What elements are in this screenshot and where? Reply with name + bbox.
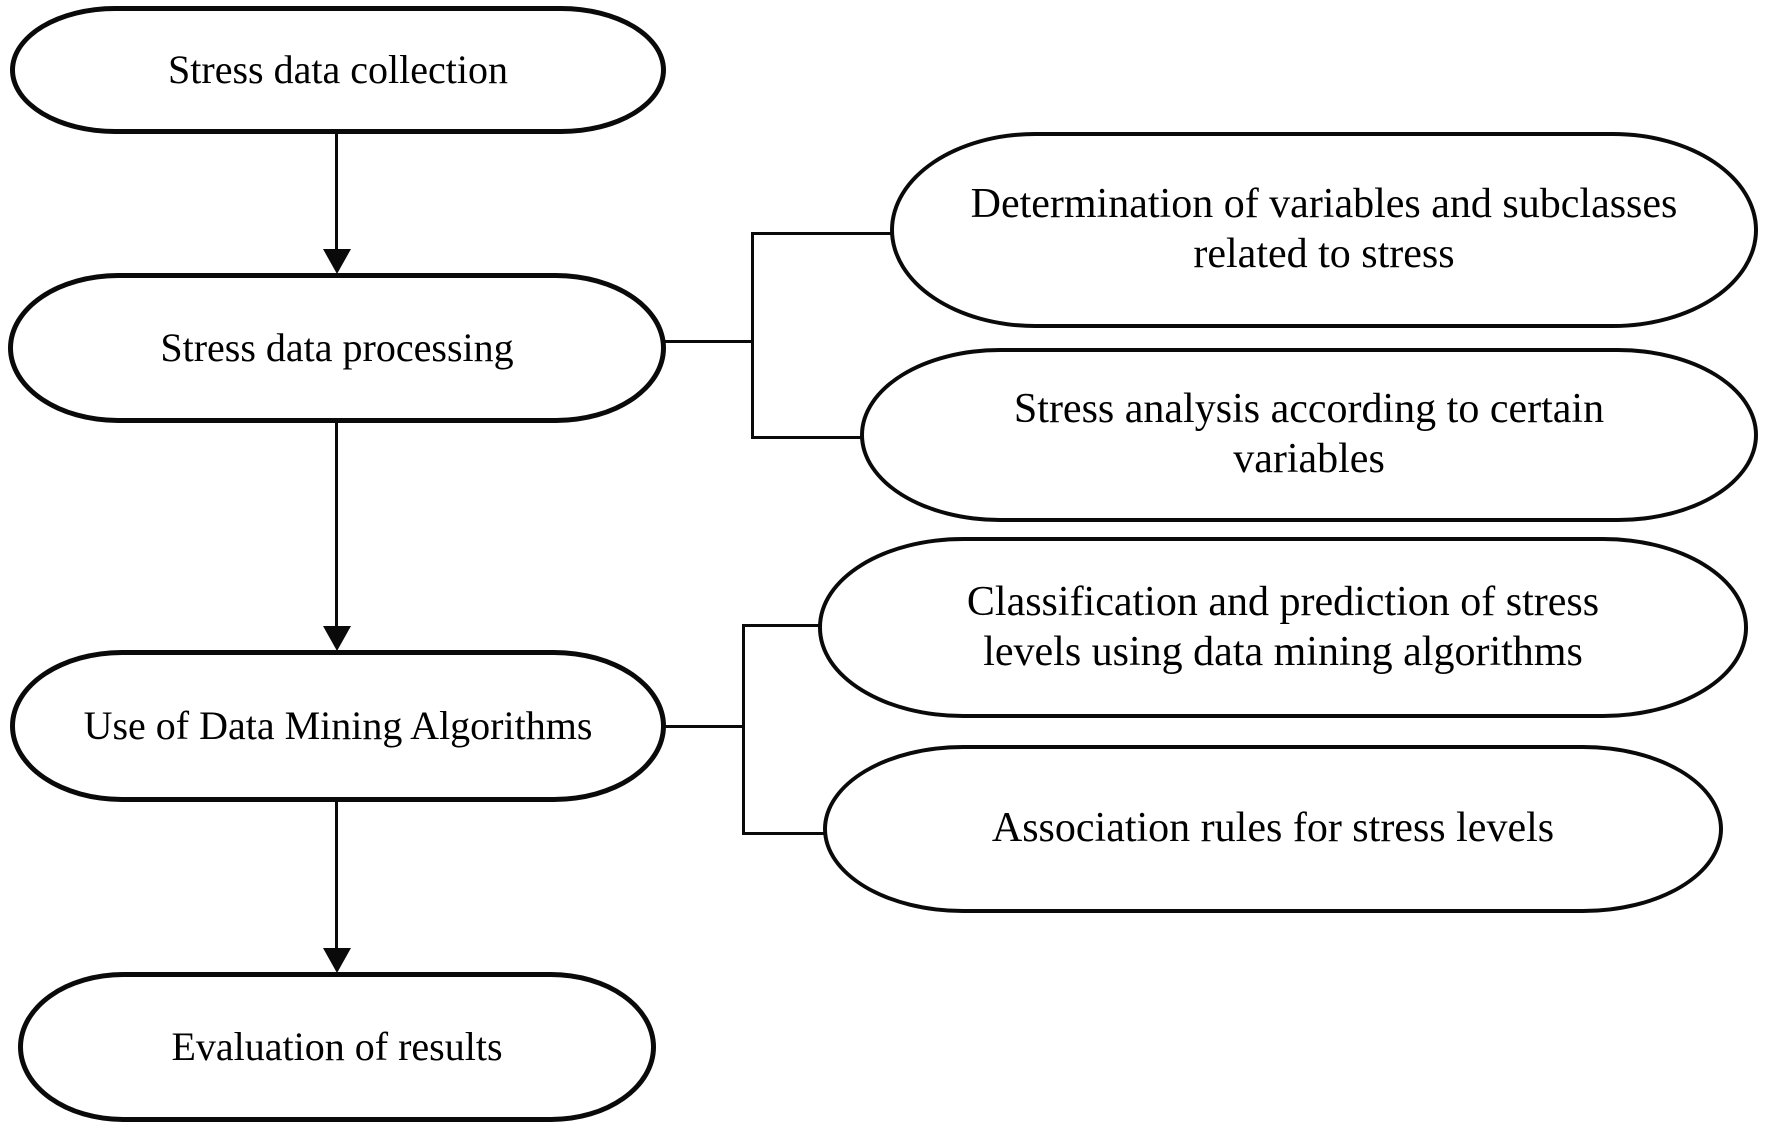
bracket-processing-stub (664, 340, 754, 343)
node-stress-data-processing: Stress data processing (8, 273, 666, 423)
arrow-collection-to-processing-head (323, 249, 351, 274)
arrow-mining-to-evaluation-head (323, 948, 351, 973)
bracket-mining-top-branch (742, 624, 822, 627)
node-determination-of-variables: Determination of variables and subclasse… (890, 132, 1758, 328)
node-stress-analysis: Stress analysis according to certain var… (860, 348, 1758, 522)
node-classification-prediction: Classification and prediction of stress … (818, 537, 1748, 718)
bracket-processing-vertical (751, 232, 754, 439)
node-use-of-data-mining-algorithms: Use of Data Mining Algorithms (10, 650, 666, 802)
node-label: Use of Data Mining Algorithms (83, 703, 593, 748)
node-label: Stress data collection (168, 47, 508, 92)
node-label: Association rules for stress levels (991, 805, 1555, 852)
node-label: Evaluation of results (171, 1024, 503, 1069)
bracket-processing-bottom-branch (751, 436, 864, 439)
node-stress-data-collection: Stress data collection (10, 6, 666, 134)
arrow-collection-to-processing-line (335, 133, 338, 251)
bracket-mining-stub (664, 725, 745, 728)
bracket-processing-top-branch (751, 232, 894, 235)
node-label: Determination of variables and subclasse… (970, 181, 1678, 277)
bracket-mining-vertical (742, 624, 745, 835)
node-association-rules: Association rules for stress levels (823, 745, 1723, 913)
bracket-mining-bottom-branch (742, 832, 827, 835)
arrow-processing-to-mining-line (335, 423, 338, 627)
node-label: Classification and prediction of stress … (966, 578, 1600, 675)
node-label: Stress data processing (160, 325, 514, 370)
node-evaluation-of-results: Evaluation of results (18, 972, 656, 1122)
arrow-mining-to-evaluation-line (335, 802, 338, 949)
node-label: Stress analysis according to certain var… (1013, 386, 1605, 482)
arrow-processing-to-mining-head (323, 626, 351, 651)
